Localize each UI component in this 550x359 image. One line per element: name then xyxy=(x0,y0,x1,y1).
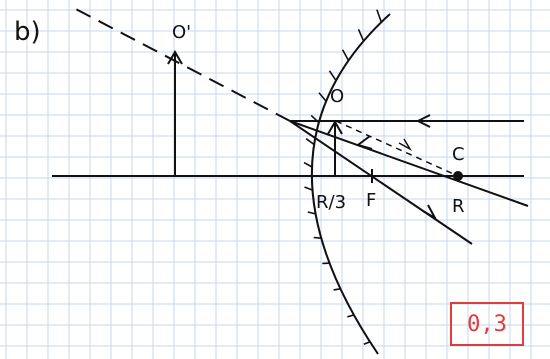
mirror-hatch-mark xyxy=(303,161,313,168)
construction-dashed-line xyxy=(335,120,459,177)
part-label: b) xyxy=(14,17,41,47)
mirror-hatch-mark xyxy=(307,211,316,215)
mirror-hatch-mark xyxy=(305,138,315,146)
mirror-hatch-mark xyxy=(328,70,337,82)
image-arrow-head xyxy=(167,50,183,65)
mirror-hatch-mark xyxy=(304,186,313,191)
score-value: 0,3 xyxy=(467,311,507,337)
mirror-hatch-mark xyxy=(363,341,371,346)
object-arrow-head xyxy=(327,120,343,135)
mirror-hatch-mark xyxy=(313,236,322,239)
center-point xyxy=(453,171,463,181)
focus-label: F xyxy=(366,190,376,211)
mirror-hatch-mark xyxy=(347,314,355,318)
mirror-hatch-mark xyxy=(376,9,383,23)
mirror-hatch-mark xyxy=(341,49,350,61)
mirror-hatch-mark xyxy=(333,288,341,291)
mirror-surface xyxy=(310,13,391,355)
score-box: 0,3 xyxy=(450,302,524,346)
mirror-hatching xyxy=(303,9,383,346)
mirror-hatch-mark xyxy=(357,28,365,42)
parallel-ray-arrow xyxy=(415,114,431,128)
image-top-label: O' xyxy=(172,22,191,43)
ray-through-center xyxy=(289,120,529,207)
radius-label: R xyxy=(452,196,465,217)
reflected-ray-through-focus xyxy=(289,120,473,245)
center-ray-arrow xyxy=(355,135,373,150)
reflected-ray-arrow xyxy=(422,204,438,221)
center-label: C xyxy=(452,144,465,165)
mirror-hatch-mark xyxy=(318,92,327,102)
virtual-ray-extension xyxy=(69,5,291,122)
object-top-label: O xyxy=(330,86,344,107)
object-base-label: R/3 xyxy=(316,192,346,213)
construction-arrow xyxy=(398,138,413,151)
